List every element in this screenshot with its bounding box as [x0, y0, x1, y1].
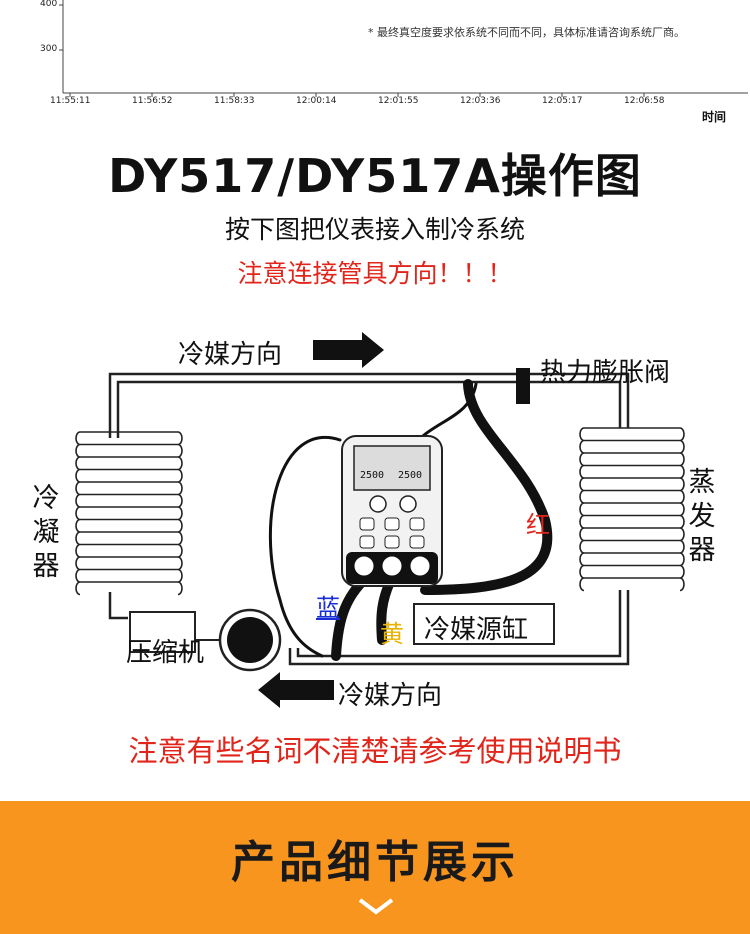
gauge-left-reading: 2500 [360, 470, 385, 481]
footer-title: 产品细节展示 [231, 837, 519, 888]
valve-label: 热力膨胀阀 [540, 358, 671, 388]
x-tick-label: 11:58:33 [214, 96, 255, 106]
tank-label: 冷媒源缸 [424, 615, 529, 645]
manifold-gauge [341, 435, 443, 587]
refrigerant-tank-box [413, 603, 555, 645]
flow-arrow-right-icon [313, 332, 384, 368]
blue-hose-label: 蓝 [316, 594, 340, 622]
manual-notice: 注意有些名词不清楚请参考使用说明书 [128, 734, 622, 768]
evaporator-label: 蒸发器 [688, 467, 716, 566]
gauge-right-reading: 2500 [398, 470, 423, 481]
yellow-hose-label: 黄 [380, 620, 404, 648]
chart-note: * 最终真空度要求依系统不同而不同，具体标准请咨询系统厂商。 [368, 26, 685, 39]
flow-arrow-left-icon [258, 672, 334, 708]
x-tick-label: 11:55:11 [50, 96, 91, 106]
chart-area [59, 0, 748, 97]
page-subtitle: 按下图把仪表接入制冷系统 [224, 215, 525, 244]
diagram-canvas [59, 0, 748, 708]
x-tick-label: 12:06:58 [624, 96, 665, 106]
x-tick-label: 11:56:52 [132, 96, 173, 106]
chevron-down-icon [358, 898, 394, 915]
compressor-label: 压缩机 [126, 638, 205, 668]
condenser-coil [75, 431, 183, 596]
compressor [129, 608, 282, 672]
x-tick-label: 12:00:14 [296, 96, 337, 106]
x-tick-label: 12:03:36 [460, 96, 501, 106]
page-title: DY517/DY517A操作图 [108, 149, 642, 203]
x-tick-label: 12:01:55 [378, 96, 419, 106]
y-tick-label: 300 [40, 44, 58, 54]
red-hose-label: 红 [526, 511, 550, 539]
flow-label-top: 冷媒方向 [178, 340, 283, 370]
expansion-valve [516, 368, 530, 404]
x-axis-label: 时间 [702, 110, 727, 124]
direction-warning: 注意连接管具方向！！！ [237, 259, 513, 288]
x-tick-label: 12:05:17 [542, 96, 583, 106]
pipe-loop [108, 372, 630, 666]
evaporator-coil [579, 427, 685, 592]
condenser-label: 冷凝器 [32, 483, 60, 582]
y-tick-label: 400 [40, 0, 58, 9]
flow-label-bottom: 冷媒方向 [338, 681, 443, 711]
